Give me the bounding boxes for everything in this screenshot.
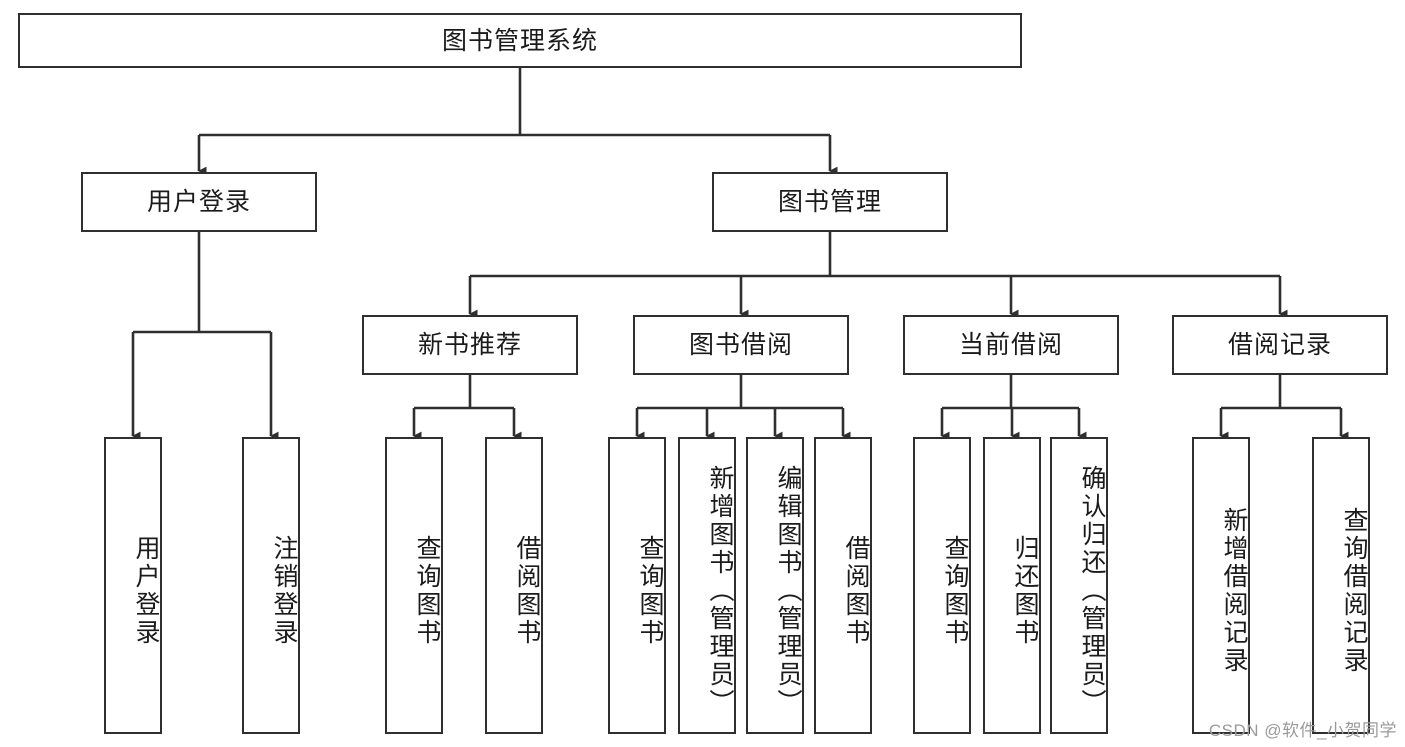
node-leaf-nb-query[interactable]: 查询图书 <box>385 437 443 734</box>
node-leaf-bw-add[interactable]: 新增图书（管理员） <box>678 437 736 734</box>
node-label: 用户登录 <box>132 534 160 647</box>
node-leaf-nb-borrow[interactable]: 借阅图书 <box>485 437 543 734</box>
node-label: 图书管理 <box>777 188 882 216</box>
node-leaf-login[interactable]: 用户登录 <box>104 437 162 734</box>
node-leaf-cu-return[interactable]: 归还图书 <box>983 437 1041 734</box>
node-label: 新增图书（管理员） <box>706 464 734 717</box>
node-label: 图书管理系统 <box>441 26 598 55</box>
node-newbook[interactable]: 新书推荐 <box>362 315 578 375</box>
node-records[interactable]: 借阅记录 <box>1172 315 1388 375</box>
node-label: 借阅图书 <box>513 534 541 647</box>
node-label: 查询借阅记录 <box>1340 506 1368 675</box>
node-label: 归还图书 <box>1011 534 1039 647</box>
node-label: 确认归还（管理员） <box>1078 464 1106 717</box>
node-bookmgmt[interactable]: 图书管理 <box>712 172 948 232</box>
node-label: 借阅图书 <box>842 534 870 647</box>
node-leaf-cu-conf[interactable]: 确认归还（管理员） <box>1050 437 1108 734</box>
node-root[interactable]: 图书管理系统 <box>18 13 1022 68</box>
node-label: 图书借阅 <box>688 331 793 359</box>
node-leaf-bw-query[interactable]: 查询图书 <box>608 437 666 734</box>
node-borrow[interactable]: 图书借阅 <box>633 315 849 375</box>
node-label: 新书推荐 <box>417 331 522 359</box>
node-label: 当前借阅 <box>958 331 1063 359</box>
node-leaf-bw-borrow[interactable]: 借阅图书 <box>814 437 872 734</box>
node-label: 新增借阅记录 <box>1220 506 1248 675</box>
node-login[interactable]: 用户登录 <box>81 172 317 232</box>
node-label: 查询图书 <box>413 534 441 647</box>
node-label: 编辑图书（管理员） <box>774 464 802 717</box>
node-leaf-logout[interactable]: 注销登录 <box>242 437 300 734</box>
connector-lines <box>131 68 1349 441</box>
node-leaf-bw-edit[interactable]: 编辑图书（管理员） <box>746 437 804 734</box>
node-label: 借阅记录 <box>1227 331 1332 359</box>
node-current[interactable]: 当前借阅 <box>903 315 1119 375</box>
node-leaf-rc-add[interactable]: 新增借阅记录 <box>1192 437 1250 734</box>
node-leaf-cu-query[interactable]: 查询图书 <box>913 437 971 734</box>
node-leaf-rc-query[interactable]: 查询借阅记录 <box>1312 437 1370 734</box>
node-label: 查询图书 <box>636 534 664 647</box>
node-label: 查询图书 <box>941 534 969 647</box>
node-label: 注销登录 <box>270 534 298 647</box>
node-label: 用户登录 <box>146 188 251 216</box>
